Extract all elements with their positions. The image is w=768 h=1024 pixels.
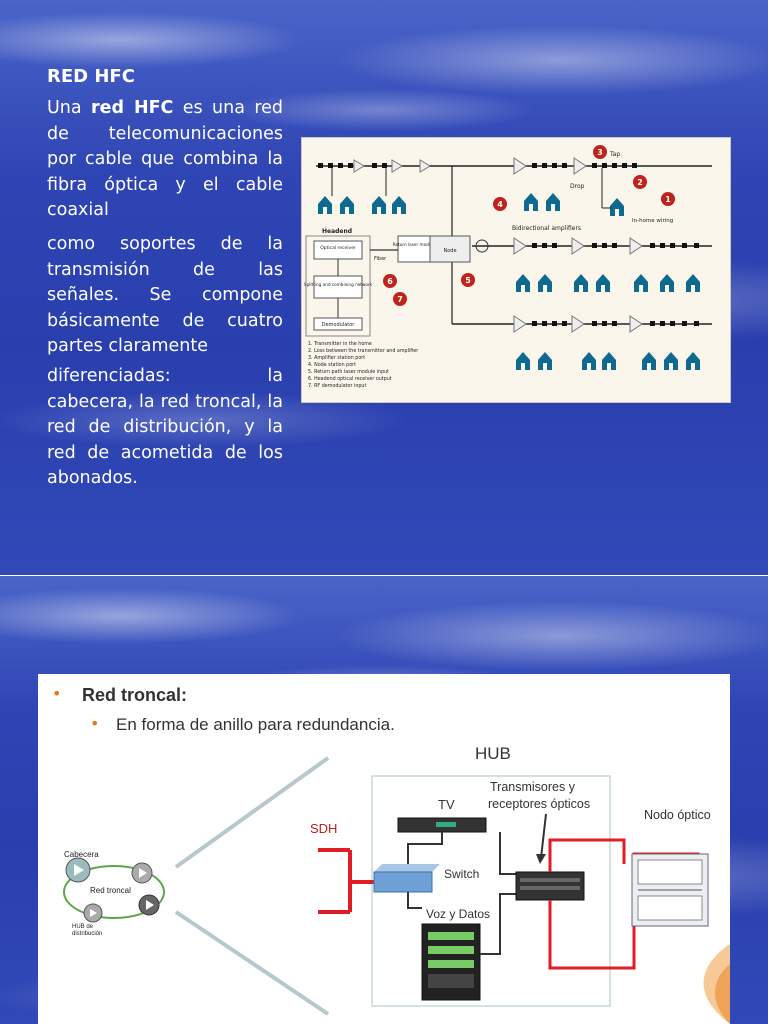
slide-separator <box>0 575 768 576</box>
legend-4: 4. Node station port <box>308 362 356 368</box>
legend-3: 3. Amplifier station port <box>308 355 365 361</box>
legend-2: 2. Loss between the transmitter and ampl… <box>308 348 418 354</box>
label-voz-datos: Voz y Datos <box>426 907 490 921</box>
label-optical-receiver: Optical receiver <box>320 245 356 251</box>
label-tv: TV <box>438 797 455 812</box>
marker-7: 7 <box>397 295 403 304</box>
bullet-red-troncal: Red troncal: <box>82 685 188 705</box>
label-in-home: In-home wiring <box>632 218 673 224</box>
legend-6: 6. Headend optical receiver output <box>308 376 392 382</box>
sdh-links <box>318 848 374 914</box>
label-nodo-optico: Nodo óptico <box>644 808 711 822</box>
label-node: Node <box>443 248 456 254</box>
marker-6: 6 <box>387 277 393 286</box>
marker-5: 5 <box>465 276 471 285</box>
diagram-legend: 1. Transmitter in the home 2. Loss betwe… <box>308 341 418 389</box>
para1-pre: Una <box>47 98 92 118</box>
label-transmisores-1: Transmisores y <box>490 780 576 794</box>
para1-bold: red HFC <box>91 98 174 118</box>
marker-2: 2 <box>637 178 643 187</box>
paragraph-3: diferenciadas: la cabecera, la red tronc… <box>47 366 283 488</box>
label-tap: Tap <box>609 151 620 158</box>
marker-3: 3 <box>597 148 603 157</box>
legend-7: 7. RF demodulator input <box>308 383 366 389</box>
label-hub-de: HUB de <box>72 924 94 930</box>
legend-5: 5. Return path laser module input <box>308 369 389 375</box>
legend-1: 1. Transmitter in the home <box>308 341 372 347</box>
hfc-network-diagram: Tap Drop In-home wiring Bidirectional am… <box>301 137 731 403</box>
label-switch: Switch <box>444 867 479 881</box>
bullet-dot-1: • <box>52 684 62 703</box>
houses-top-left <box>318 196 406 214</box>
label-red-troncal-ring: Red troncal <box>90 886 131 895</box>
label-cabecera: Cabecera <box>64 850 99 859</box>
label-headend: Headend <box>322 228 352 235</box>
label-demodulator: Demodulator <box>322 322 356 328</box>
label-splitting: Splitting and combining network <box>304 282 373 287</box>
label-hub: HUB <box>475 744 511 763</box>
red-troncal-panel: • Red troncal: • En forma de anillo para… <box>38 674 730 1024</box>
label-bidir: Bidirectional amplifiers <box>512 225 581 232</box>
label-distribucion: distribución <box>72 931 102 937</box>
label-sdh: SDH <box>310 821 337 836</box>
bullet-anillo: En forma de anillo para redundancia. <box>116 715 395 734</box>
bullet-dot-2: • <box>90 714 100 733</box>
corner-decoration <box>703 944 730 1024</box>
paragraph-1: Una red HFC es una red de telecomunicaci… <box>47 96 283 224</box>
marker-4: 4 <box>497 200 503 209</box>
label-drop: Drop <box>570 183 585 190</box>
slide-red-hfc: RED HFC Una red HFC es una red de teleco… <box>0 0 768 575</box>
label-return-laser: Return laser module <box>393 242 436 247</box>
slide-title: RED HFC <box>47 66 135 87</box>
para1-post: es una red de telecomunicaciones por cab… <box>47 98 284 220</box>
marker-1: 1 <box>665 195 671 204</box>
label-transmisores-2: receptores ópticos <box>488 797 590 811</box>
paragraph-2: como soportes de la transmisión de las s… <box>47 234 283 356</box>
taps-top-left <box>318 163 387 168</box>
label-fiber: Fiber <box>374 256 387 262</box>
